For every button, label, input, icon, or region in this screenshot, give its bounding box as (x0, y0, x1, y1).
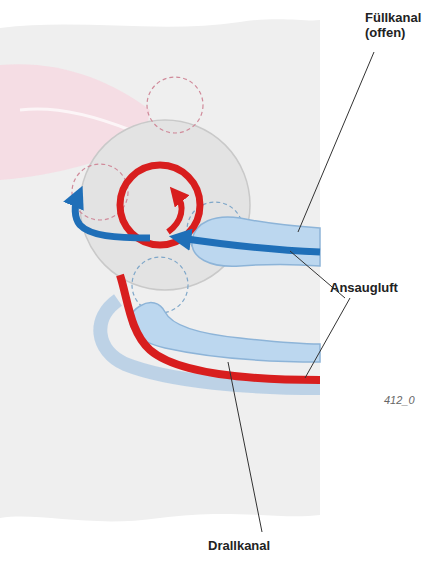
leader-line (298, 52, 374, 232)
swirl-air-flow (120, 275, 320, 380)
leader-line (305, 298, 350, 378)
exhaust-valve (147, 77, 203, 133)
background-band (0, 19, 320, 521)
figure-reference: 412_0 (384, 393, 415, 408)
part-label: Drallkanal (208, 538, 270, 553)
swirl-arrow (168, 194, 182, 232)
swirl-flow (120, 165, 200, 245)
intake-air-flow (180, 238, 320, 252)
outflow-arrow (75, 196, 150, 238)
intake-valve (132, 257, 188, 313)
part-label: Ansaugluft (330, 280, 398, 295)
part-label: Füllkanal (offen) (365, 10, 432, 40)
leader-line (228, 362, 262, 532)
